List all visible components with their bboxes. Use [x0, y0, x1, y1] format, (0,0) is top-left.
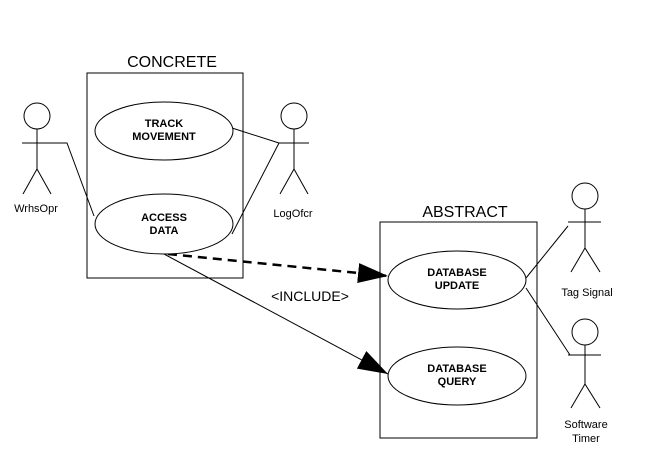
use-case-database-update: DATABASE UPDATE — [387, 250, 527, 310]
actor-label: LogOfcr — [273, 208, 312, 220]
use-case-label: DATABASE — [427, 267, 486, 279]
use-case-access-data: ACCESS DATA — [94, 193, 234, 255]
assoc-wrhsopr-access — [52, 142, 95, 217]
actor-software-timer: Software Timer — [564, 318, 608, 445]
include-arrow-query — [163, 253, 389, 375]
use-case-label: DATA — [150, 225, 179, 237]
assoc-logofcr-track — [231, 127, 280, 144]
include-label: <INCLUDE> — [271, 288, 349, 304]
assoc-logofcr-access — [231, 142, 280, 235]
use-case-label: DATABASE — [427, 363, 486, 375]
concrete-title: CONCRETE — [127, 54, 217, 71]
abstract-boundary — [379, 221, 538, 439]
use-case-label: QUERY — [438, 376, 477, 388]
actor-wrhsopr: WrhsOpr — [14, 102, 58, 215]
use-case-label: ACCESS — [141, 212, 187, 224]
stick-figure-icon — [568, 182, 601, 273]
actor-label: WrhsOpr — [14, 203, 58, 215]
concrete-boundary — [86, 72, 244, 279]
stick-figure-icon — [22, 102, 52, 195]
stick-figure-icon — [568, 318, 601, 409]
actor-label: Timer — [572, 433, 600, 445]
actor-tag-signal: Tag Signal — [561, 182, 613, 299]
stick-figure-icon — [279, 102, 309, 195]
assoc-timer-update — [525, 287, 571, 356]
use-case-label: UPDATE — [435, 280, 479, 292]
use-case-database-query: DATABASE QUERY — [387, 346, 527, 406]
assoc-tagsignal-update — [525, 225, 569, 279]
actor-logofcr: LogOfcr — [273, 102, 313, 220]
abstract-title: ABSTRACT — [422, 204, 508, 221]
actor-label: Tag Signal — [561, 287, 612, 299]
include-arrow-update — [167, 252, 389, 283]
actor-label: Software — [564, 419, 607, 431]
use-case-track-movement: TRACK MOVEMENT — [94, 101, 234, 161]
use-case-label: TRACK — [145, 118, 184, 130]
use-case-label: MOVEMENT — [132, 131, 196, 143]
